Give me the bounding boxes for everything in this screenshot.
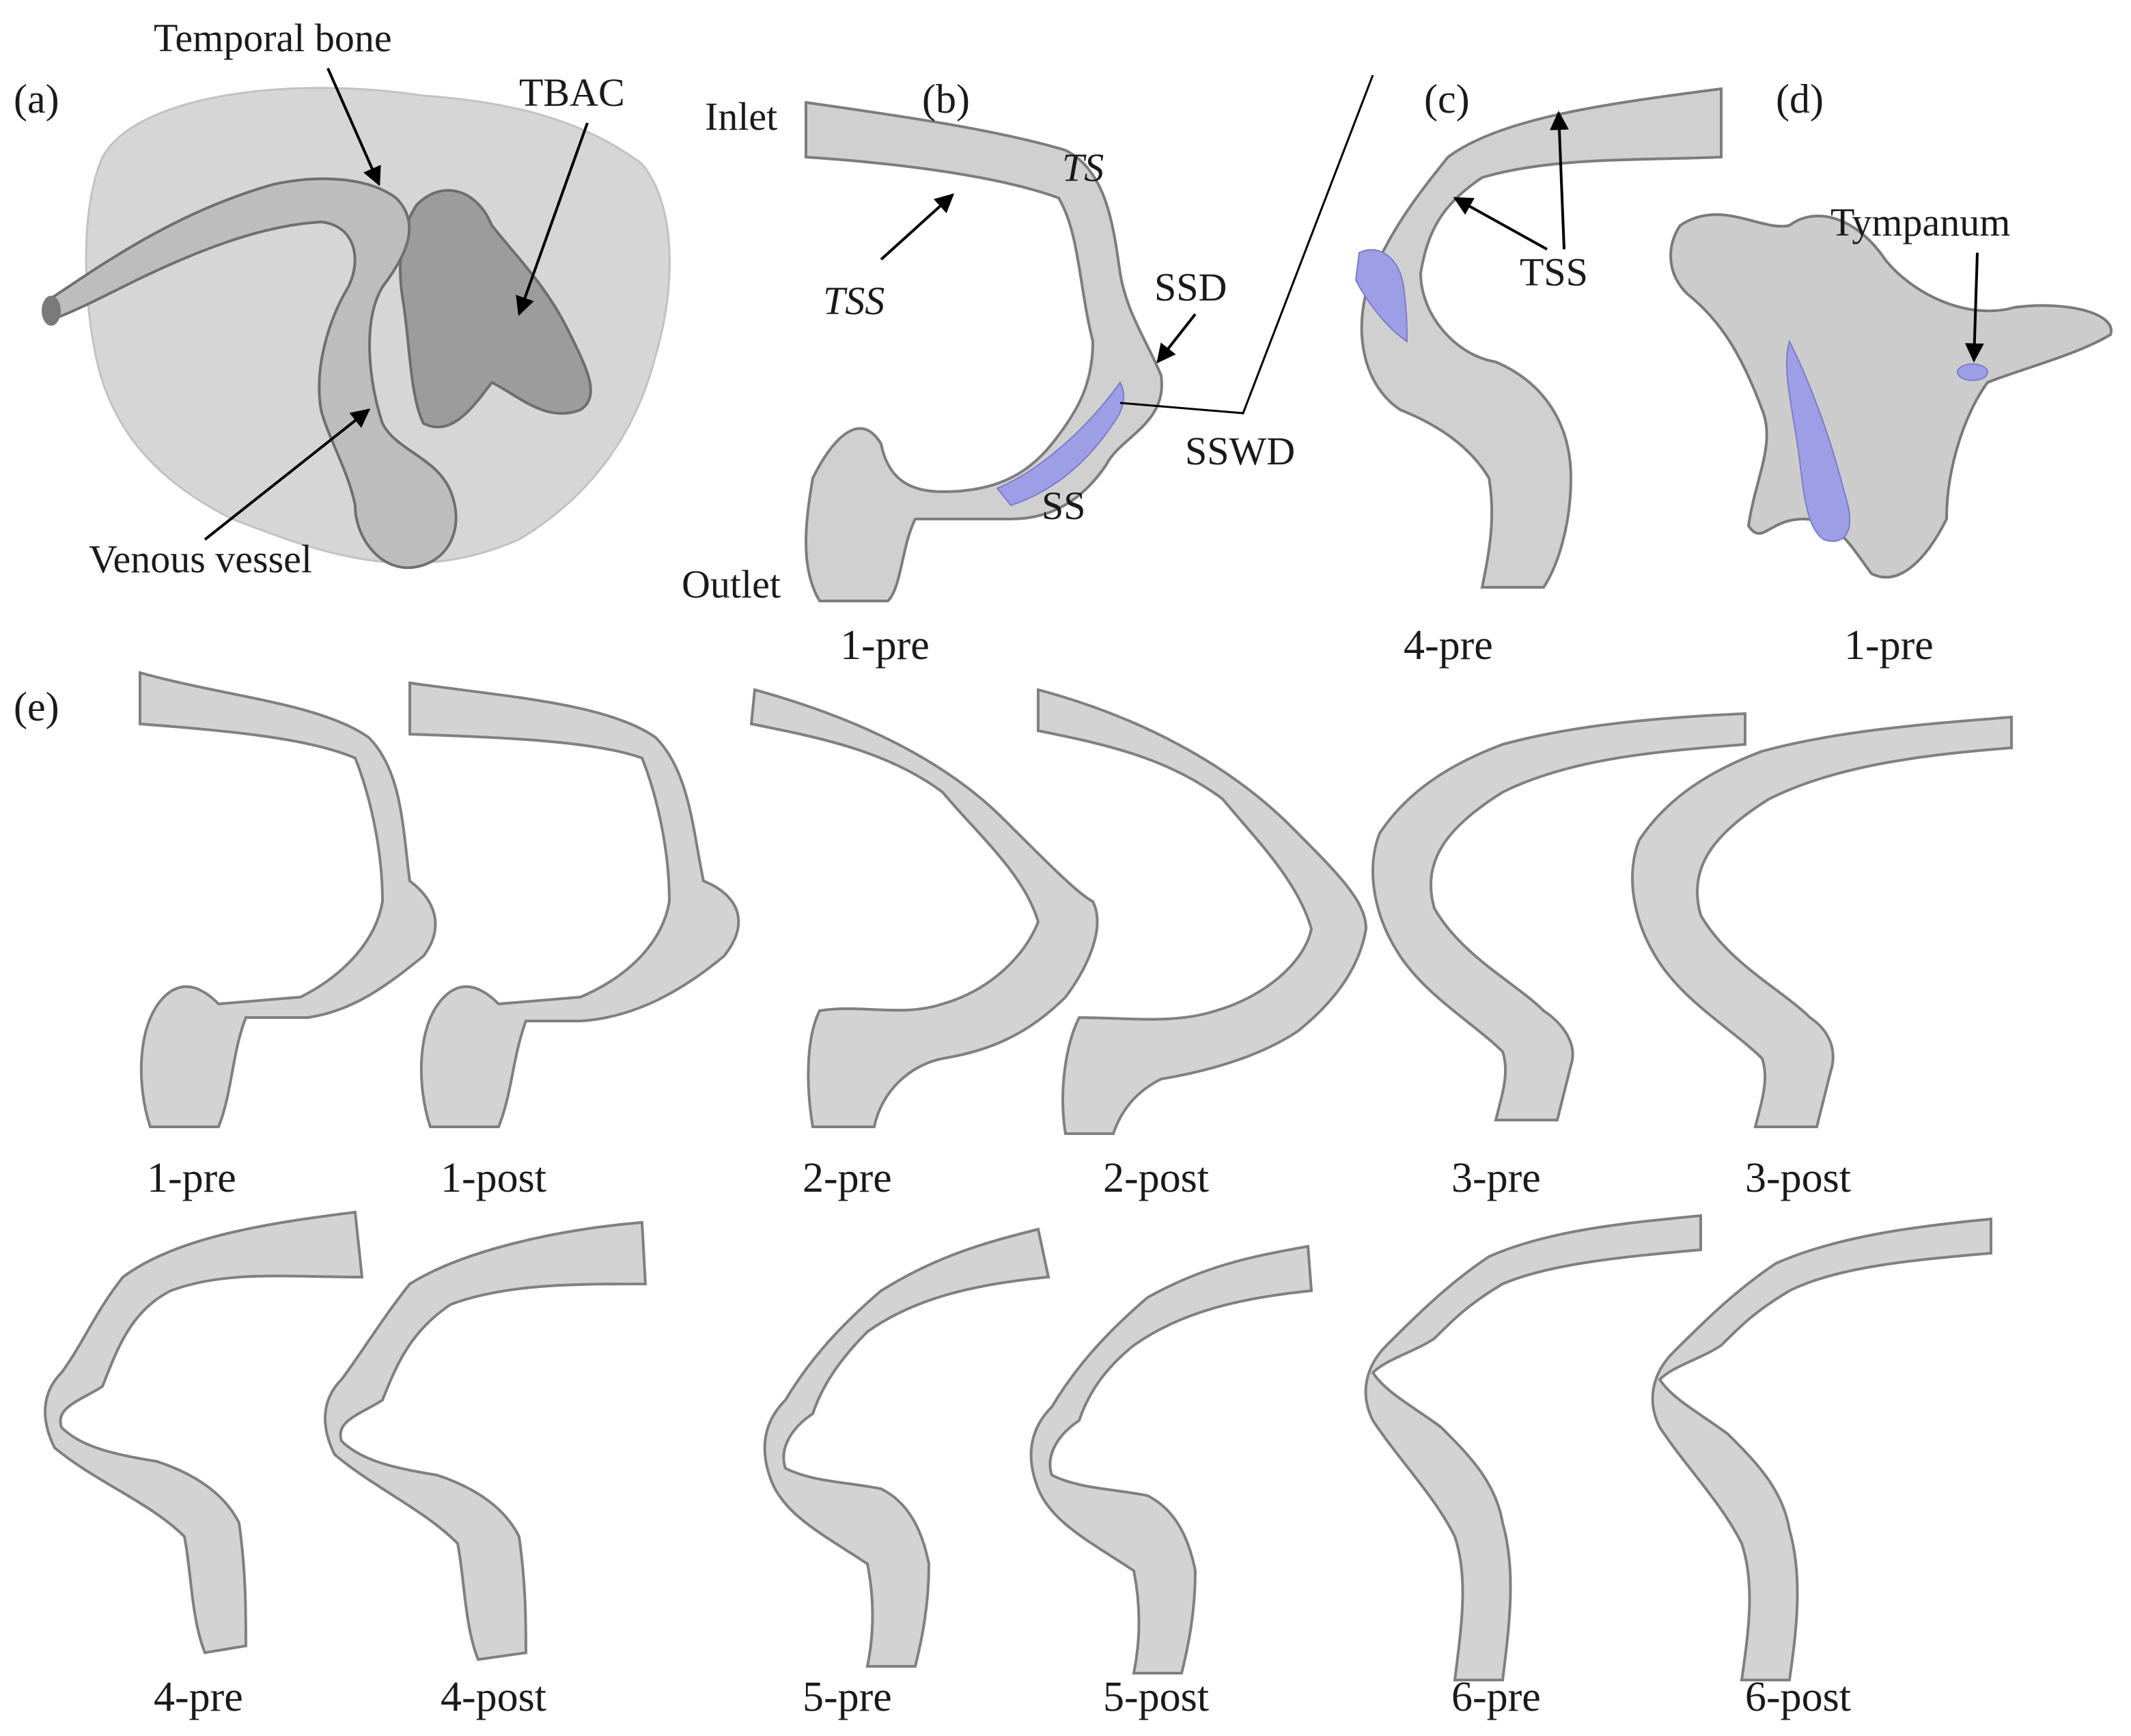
model-5-pre bbox=[763, 1227, 1050, 1668]
vessel-opening bbox=[42, 296, 61, 326]
caption-e-3-pre: 3-pre bbox=[1451, 1155, 1541, 1201]
arrow-tss-c-left bbox=[1453, 197, 1548, 251]
label-venous-vessel: Venous vessel bbox=[89, 537, 312, 581]
label-sswd: SSWD bbox=[1185, 429, 1295, 473]
caption-e-3-post: 3-post bbox=[1745, 1155, 1851, 1201]
tbac-model-d bbox=[1669, 213, 2113, 579]
panel-letter-c: (c) bbox=[1424, 76, 1470, 122]
panel-e: (e) 1-pre 1-post 2-pre 2-post 3-pre 3-po… bbox=[14, 671, 2013, 1720]
model-6-post bbox=[1651, 1217, 1992, 1681]
arrow-tympanum bbox=[1964, 252, 1984, 363]
label-tss-b: TSS bbox=[823, 279, 885, 323]
arrow-tbac bbox=[516, 122, 589, 316]
label-outlet: Outlet bbox=[682, 562, 781, 606]
tbac-air-cells bbox=[399, 188, 592, 429]
caption-e-6-pre: 6-pre bbox=[1451, 1674, 1541, 1720]
label-tss-c: TSS bbox=[1520, 250, 1588, 294]
label-ss: SS bbox=[1042, 484, 1086, 528]
connector-sswd bbox=[1119, 74, 1374, 415]
model-1-post bbox=[408, 681, 740, 1128]
caption-e-1-post: 1-post bbox=[441, 1155, 546, 1201]
caption-e-6-post: 6-post bbox=[1745, 1674, 1851, 1720]
panel-letter-e: (e) bbox=[14, 684, 59, 729]
caption-c: 4-pre bbox=[1404, 622, 1493, 669]
highlight-c bbox=[1354, 249, 1408, 343]
label-ssd: SSD bbox=[1154, 265, 1227, 309]
panel-letter-b: (b) bbox=[922, 76, 970, 122]
label-tympanum: Tympanum bbox=[1830, 200, 2010, 244]
caption-e-4-post: 4-post bbox=[441, 1674, 546, 1720]
arrow-temporal-bone bbox=[326, 68, 381, 186]
arrow-ssd bbox=[1156, 313, 1197, 364]
model-6-pre bbox=[1364, 1214, 1702, 1681]
label-temporal-bone: Temporal bone bbox=[154, 16, 392, 60]
highlight-d-tympanum bbox=[1957, 363, 1988, 381]
arrow-venous-vessel bbox=[204, 408, 371, 541]
model-2-pre bbox=[749, 688, 1099, 1128]
model-5-post bbox=[1029, 1244, 1313, 1675]
caption-e-5-pre: 5-pre bbox=[803, 1674, 892, 1720]
panel-d: (d) Tympanum 1-pre bbox=[1669, 76, 2113, 669]
panel-letter-d: (d) bbox=[1776, 76, 1824, 122]
caption-e-4-pre: 4-pre bbox=[154, 1674, 243, 1720]
panel-c: (c) TSS 4-pre bbox=[1354, 76, 1723, 669]
vessel-c bbox=[1360, 87, 1723, 589]
panel-letter-a: (a) bbox=[14, 76, 59, 122]
vessel-b bbox=[805, 100, 1163, 602]
caption-e-2-pre: 2-pre bbox=[803, 1155, 892, 1201]
caption-b: 1-pre bbox=[840, 622, 930, 669]
panel-b: (b) Inlet TS TSS SSD SSWD SS Outlet 1-pr… bbox=[682, 74, 1374, 669]
model-3-pre bbox=[1371, 712, 1746, 1121]
model-3-post bbox=[1631, 715, 2013, 1128]
model-4-pre bbox=[44, 1210, 364, 1655]
label-tbac: TBAC bbox=[519, 70, 625, 115]
arrow-tss-b bbox=[880, 193, 955, 261]
caption-e-1-pre: 1-pre bbox=[147, 1155, 236, 1201]
model-1-pre bbox=[139, 671, 437, 1128]
model-2-post bbox=[1037, 688, 1368, 1135]
label-inlet: Inlet bbox=[705, 94, 777, 139]
caption-e-2-post: 2-post bbox=[1103, 1155, 1209, 1201]
caption-d: 1-pre bbox=[1844, 622, 1934, 669]
highlight-d-sinus bbox=[1785, 339, 1850, 542]
model-4-post bbox=[324, 1220, 647, 1662]
panel-a: (a) Temporal bone TBAC Venous vessel bbox=[14, 16, 671, 581]
label-ts: TS bbox=[1062, 145, 1104, 190]
arrow-tss-c-right bbox=[1550, 111, 1569, 250]
caption-e-5-post: 5-post bbox=[1103, 1674, 1209, 1720]
